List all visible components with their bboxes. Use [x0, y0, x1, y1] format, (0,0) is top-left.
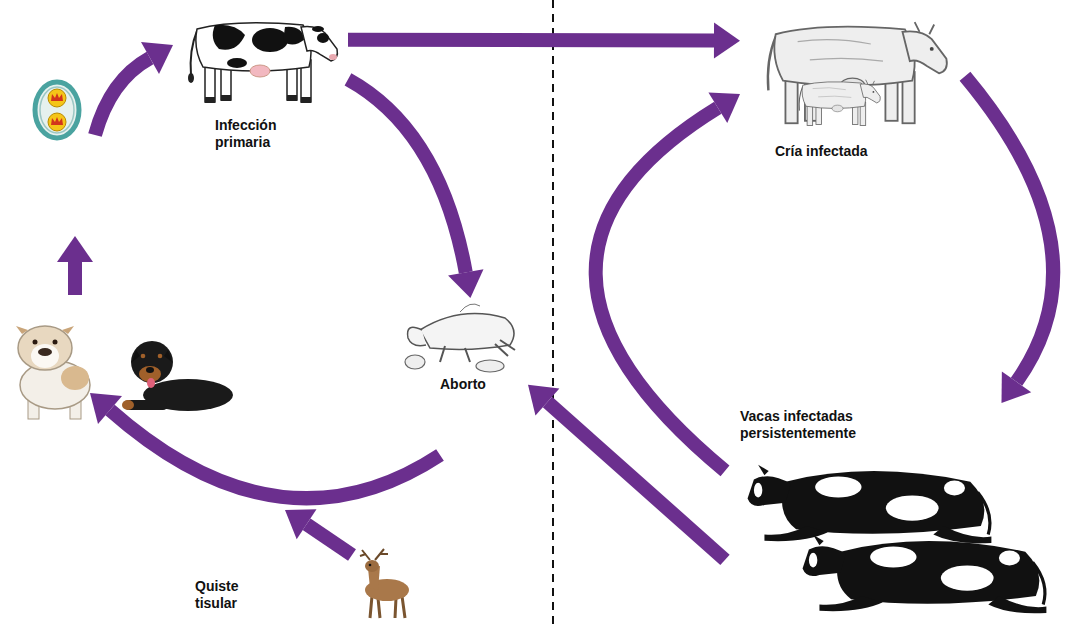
cycle-arrow — [965, 76, 1053, 403]
stage-node: Aborto — [400, 298, 528, 400]
stage-label: Quiste tisular — [195, 578, 265, 612]
arrow-head — [714, 23, 740, 59]
arrow-head — [448, 269, 483, 298]
stage-node: Quiste tisular — [190, 545, 422, 623]
arrow-shaft — [596, 108, 725, 471]
stage-node: Infección primaria — [170, 5, 348, 163]
stage-label: Aborto — [440, 376, 520, 393]
arrow-shaft — [348, 33, 714, 48]
arrow-shaft — [348, 79, 466, 272]
stage-node: Vacas infectadas persistentemente — [725, 403, 1075, 615]
cycle-arrow — [528, 385, 725, 560]
stage-node: Cría infectada — [740, 5, 965, 167]
cycle-arrow — [348, 23, 740, 59]
arrow-shaft — [965, 76, 1053, 382]
cycle-arrow — [596, 92, 740, 470]
arrow-shaft — [547, 402, 725, 560]
arrow-head — [528, 385, 559, 416]
stage-label: Cría infectada — [775, 143, 945, 160]
cycle-arrow — [348, 79, 483, 298]
stage-label: Infección primaria — [215, 117, 295, 151]
arrow-head — [708, 92, 740, 123]
stage-label: Vacas infectadas persistentemente — [740, 408, 890, 442]
arrow-head — [1002, 371, 1032, 403]
